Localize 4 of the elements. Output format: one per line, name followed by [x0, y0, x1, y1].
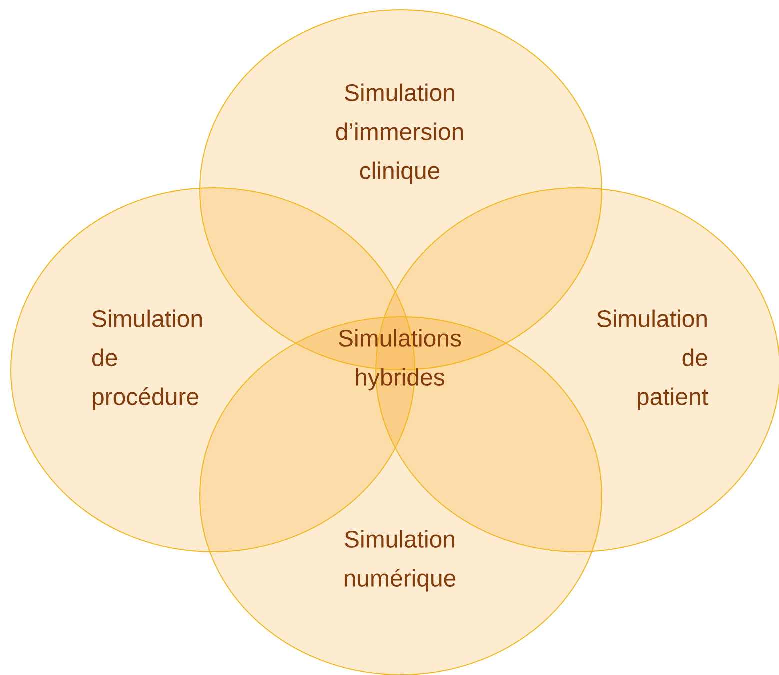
circle-label: Simulation de procédure: [92, 310, 202, 410]
circle-label: Simulation d’immersion clinique: [336, 84, 464, 184]
circle-label: Simulation numérique: [344, 530, 456, 592]
circle-label: Simulation de patient: [598, 310, 708, 410]
